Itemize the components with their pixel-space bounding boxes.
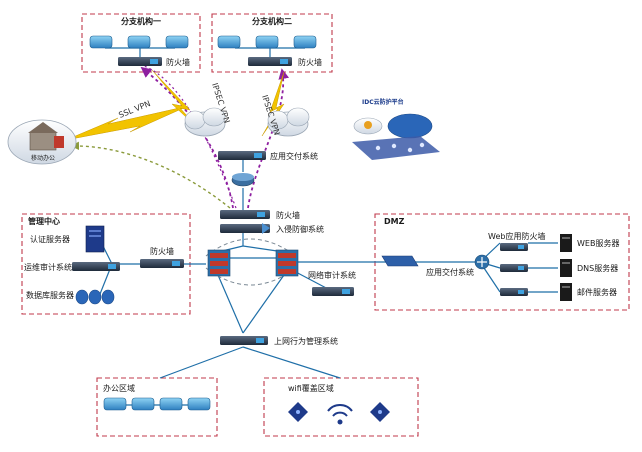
office-title: 办公区域 [103, 383, 135, 393]
dmz-app-delivery-icon [474, 254, 490, 270]
dmz-device-3-icon [500, 288, 528, 296]
ips-label: 入侵防御系统 [276, 224, 324, 234]
branch2-pc-icon [293, 35, 317, 49]
app-delivery-label: 应用交付系统 [270, 151, 318, 161]
network-audit-device-icon [312, 287, 354, 296]
ips-device-icon [220, 223, 270, 234]
core-firewall-icon [220, 210, 270, 219]
network-links [99, 47, 558, 406]
branch2-firewall-label: 防火墙 [298, 57, 322, 67]
core-switch-right-icon [275, 249, 299, 277]
mail-server-label: 邮件服务器 [577, 287, 617, 297]
behavior-mgmt-label: 上网行为管理系统 [274, 336, 338, 346]
core-switch-left-icon [207, 249, 231, 277]
auth-server-icon [85, 225, 105, 253]
wifi-ap-left-icon [288, 402, 308, 422]
branch1-firewall-label: 防火墙 [166, 57, 190, 67]
branch2-firewall-icon [248, 57, 292, 66]
branch1-pc-icon [89, 35, 113, 49]
remote-office-icon [7, 119, 77, 165]
web-server-icon [560, 234, 572, 252]
redundancy-loop-top [205, 238, 297, 257]
branch1-pc-icon [165, 35, 189, 49]
waf-device-icon [500, 243, 528, 251]
office-pc-icon [187, 397, 211, 411]
branch2-zone [211, 13, 333, 73]
router-icon [231, 173, 255, 187]
branch1-firewall-icon [118, 57, 162, 66]
mail-server-icon [560, 283, 572, 301]
dns-server-label: DNS服务器 [577, 263, 618, 273]
ipsec-path-branch1-b [143, 65, 237, 209]
db-server-label: 数据库服务器 [26, 290, 74, 300]
branch1-title: 分支机构一 [121, 16, 161, 26]
mgmt-firewall-icon [140, 259, 184, 268]
ssl-vpn-lightning-icon [65, 105, 189, 141]
branch1-pc-icon [127, 35, 151, 49]
core-firewall-label: 防火墙 [276, 210, 300, 220]
dmz-device-2-icon [500, 264, 528, 272]
mgmt-firewall-label: 防火墙 [150, 246, 174, 256]
branch2-pc-icon [217, 35, 241, 49]
ssl-vpn-path [70, 141, 231, 209]
wifi-ap-right-icon [370, 402, 390, 422]
office-pc-icon [103, 397, 127, 411]
ipsec2-lightning-icon [261, 71, 285, 137]
remote-office-label: 移动办公 [31, 154, 55, 162]
network-audit-label: 网络审计系统 [308, 270, 356, 280]
office-pc-icon [159, 397, 183, 411]
waf-label: Web应用防火墙 [488, 231, 545, 241]
internet-cloud-left-icon [184, 107, 226, 137]
branch2-pc-icon [255, 35, 279, 49]
dmz-switch-icon [381, 255, 419, 267]
wifi-zone [263, 377, 419, 437]
app-delivery-device-icon [218, 151, 266, 160]
web-server-label: WEB服务器 [577, 238, 619, 248]
wifi-signal-icon [327, 404, 353, 425]
office-zone [96, 377, 218, 437]
auth-server-label: 认证服务器 [30, 234, 70, 244]
internet-cloud-right-icon [267, 107, 310, 137]
ops-audit-device-icon [72, 262, 120, 271]
branch2-title: 分支机构二 [252, 16, 292, 26]
cloud-platform-title: IDC云防护平台 [362, 98, 404, 106]
mgmt-title: 管理中心 [28, 216, 60, 226]
office-pc-icon [131, 397, 155, 411]
dns-server-icon [560, 259, 572, 277]
database-icon [75, 289, 115, 305]
dmz-app-delivery-label: 应用交付系统 [426, 267, 474, 277]
wifi-title: wifi覆盖区域 [288, 383, 334, 393]
ops-audit-label: 运维审计系统 [24, 262, 72, 272]
dmz-title: DMZ [384, 217, 405, 226]
behavior-mgmt-device-icon [220, 336, 268, 345]
cloud-platform-icon [352, 113, 440, 160]
